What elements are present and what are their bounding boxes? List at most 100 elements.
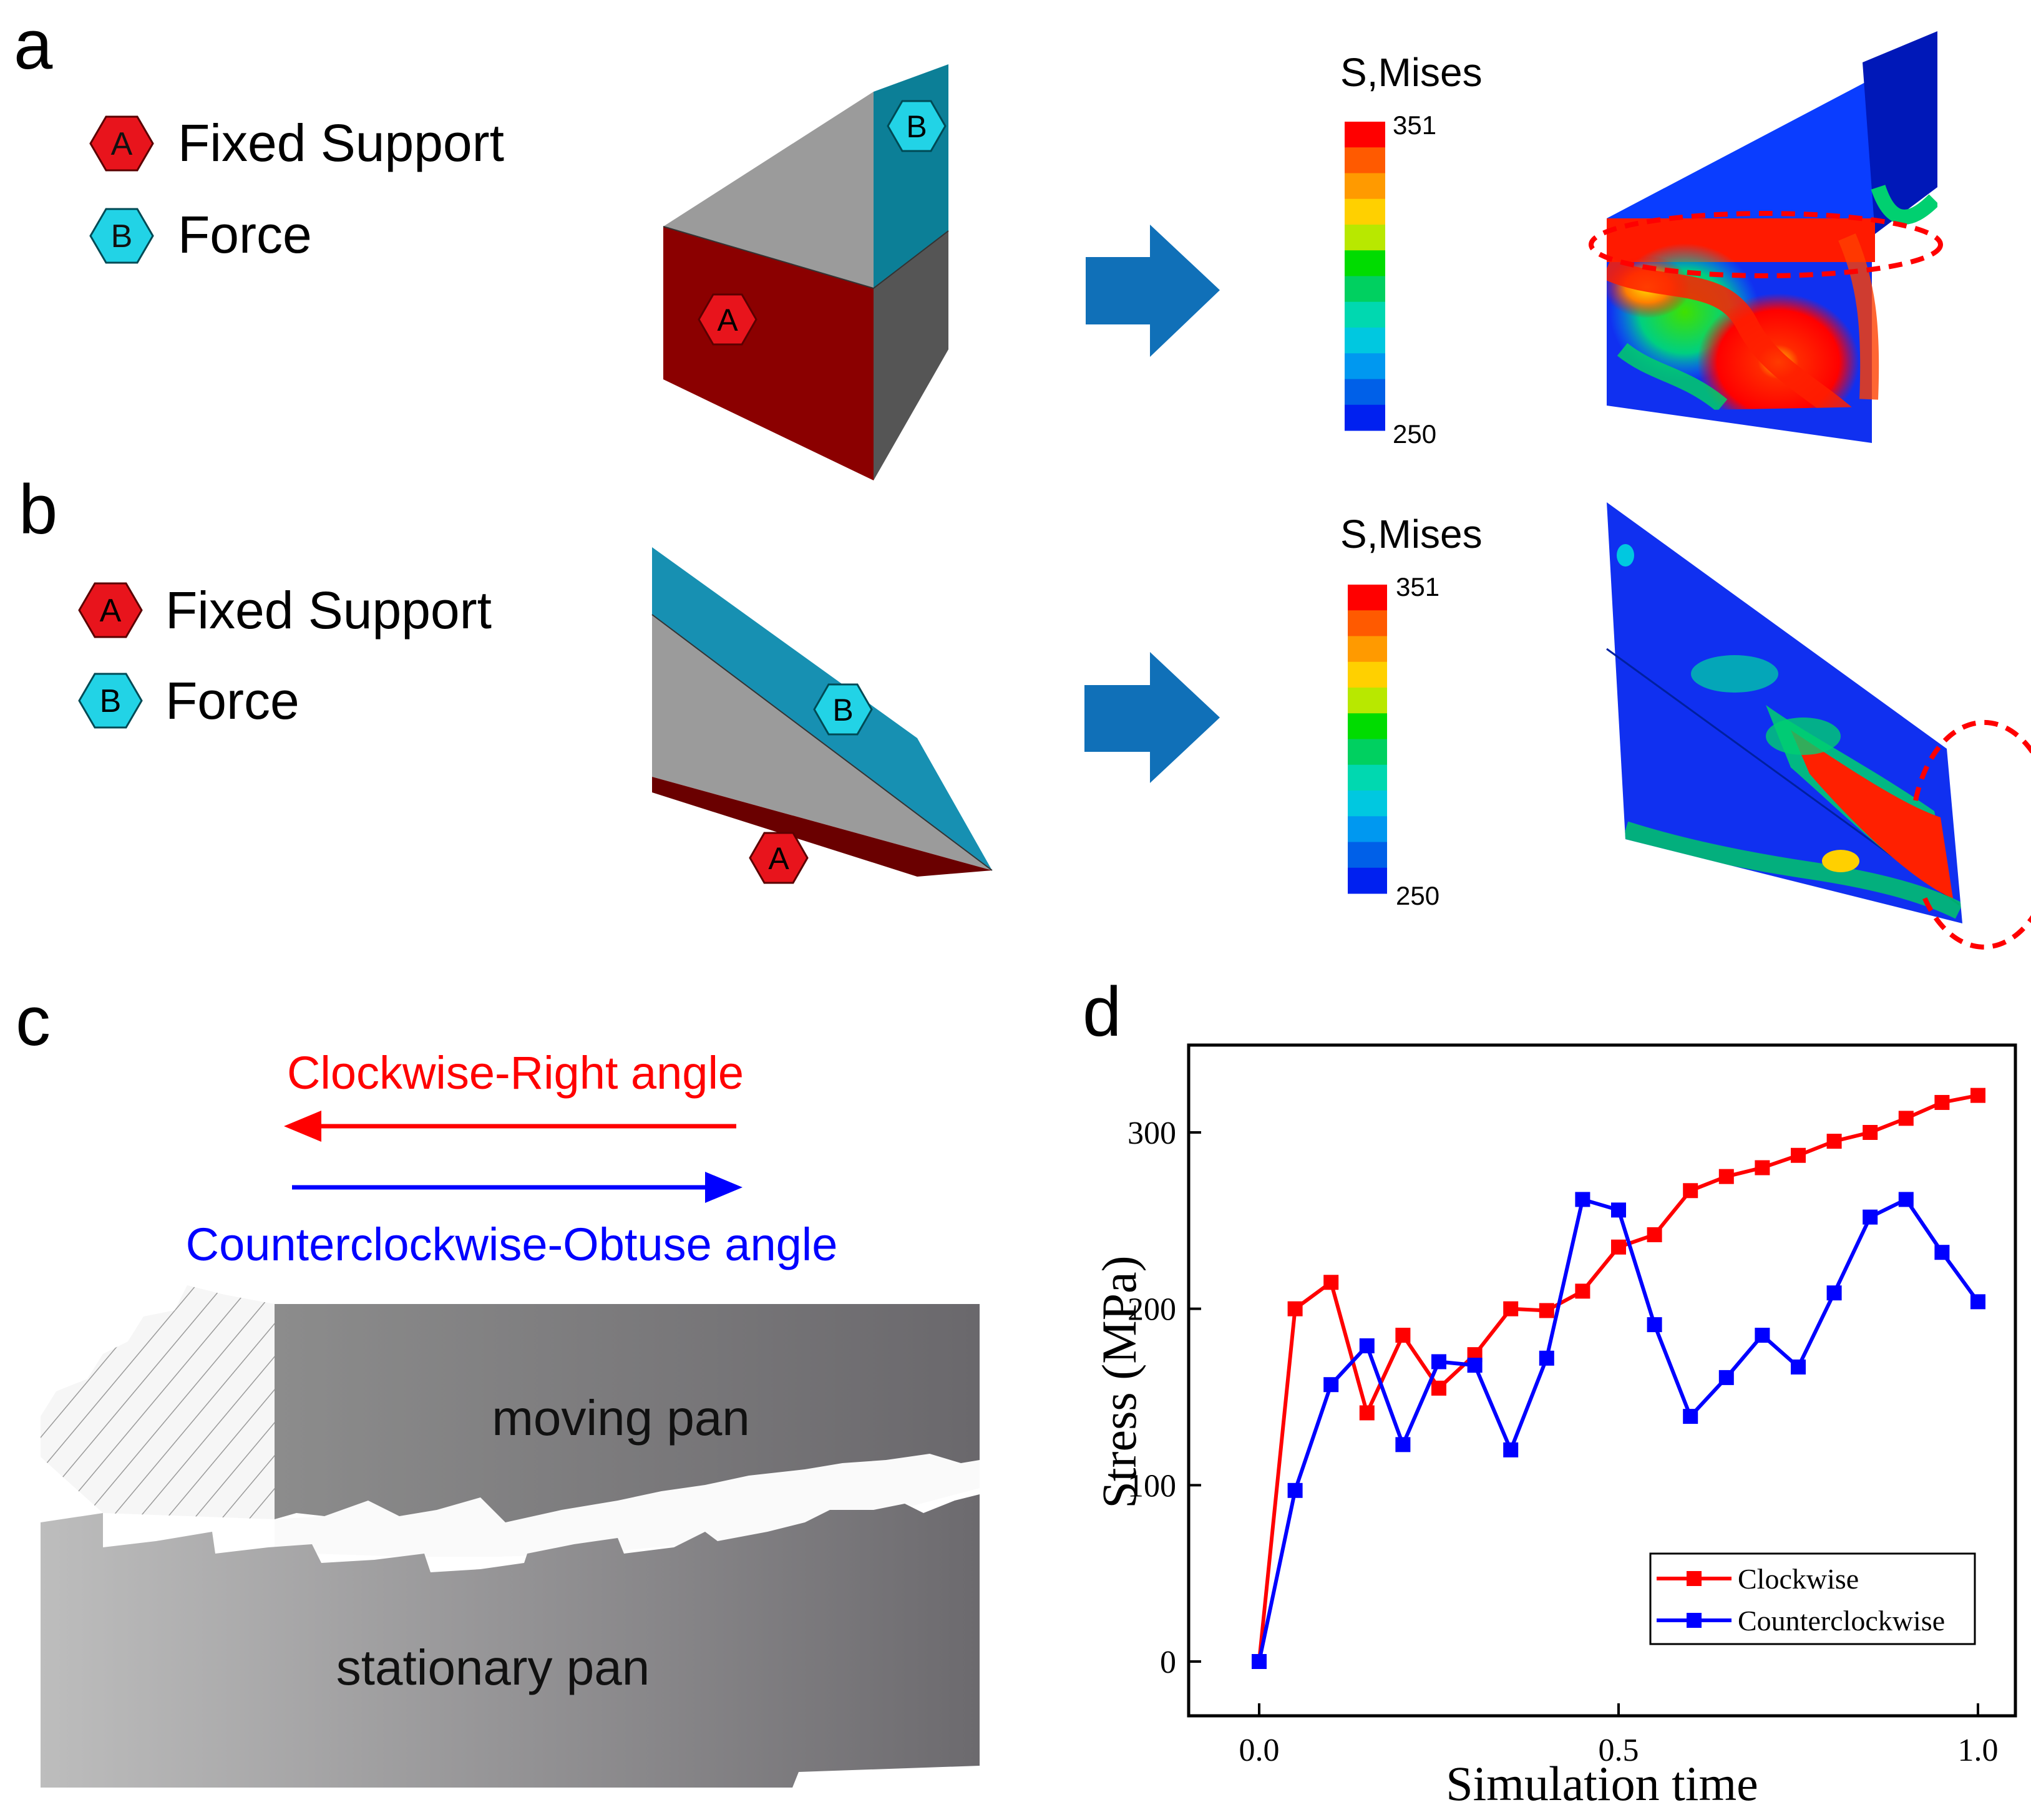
data-point-clockwise — [1323, 1275, 1339, 1290]
colorbar-cell — [1348, 842, 1387, 869]
legend-marker — [1687, 1613, 1702, 1628]
stress-contour-a — [1589, 31, 1943, 443]
x-tick-label: 0.0 — [1239, 1733, 1280, 1768]
data-point-clockwise — [1395, 1328, 1411, 1343]
counterclockwise-arrow-head-icon — [705, 1172, 743, 1203]
data-point-counterclockwise — [1826, 1285, 1842, 1301]
legend-fixed-support: Fixed Support — [178, 114, 504, 172]
data-point-counterclockwise — [1934, 1245, 1950, 1260]
y-tick-label: 0 — [1160, 1645, 1176, 1680]
panel-a: a A Fixed Support B Force A — [14, 6, 1943, 480]
process-arrow-b — [1084, 652, 1220, 783]
data-point-counterclockwise — [1287, 1482, 1303, 1498]
x-axis-label: Simulation time — [1446, 1756, 1758, 1811]
data-point-counterclockwise — [1431, 1354, 1446, 1370]
arrow-label-counterclockwise: Counterclockwise-Obtuse angle — [186, 1219, 838, 1270]
force-marker-icon: B — [78, 673, 143, 729]
data-point-clockwise — [1683, 1183, 1698, 1199]
colorbar-cell — [1348, 764, 1387, 791]
colorbar-cell — [1345, 225, 1385, 251]
colorbar-title: S,Mises — [1340, 50, 1483, 95]
stationary-pan-label: stationary pan — [336, 1640, 650, 1695]
legend-marker — [1687, 1571, 1702, 1586]
stress-contour-b — [1606, 502, 2031, 950]
colorbar-cell — [1348, 661, 1387, 688]
data-point-clockwise — [1539, 1303, 1554, 1318]
colorbar-cell — [1348, 585, 1387, 611]
colorbar-b: S,Mises 351 250 — [1340, 512, 1483, 910]
hatched-region — [41, 1285, 275, 1519]
clockwise-arrow-head-icon — [284, 1111, 321, 1142]
colorbar-cell — [1345, 173, 1385, 200]
fixed-support-marker-icon: A — [698, 293, 757, 346]
marker-label: A — [100, 593, 122, 629]
colorbar-cells — [1345, 122, 1385, 431]
colorbar-cell — [1348, 636, 1387, 663]
colorbar-min: 250 — [1396, 881, 1439, 910]
marker-label: A — [111, 126, 133, 162]
colorbar-cell — [1345, 122, 1385, 148]
colorbar-cell — [1348, 867, 1387, 894]
force-marker-icon: B — [887, 100, 947, 152]
legend-box — [1649, 1552, 1976, 1645]
marker-label: B — [906, 109, 927, 144]
colorbar-cell — [1345, 404, 1385, 431]
colorbar-cell — [1345, 198, 1385, 225]
y-tick-label: 200 — [1128, 1292, 1176, 1328]
colorbar-cell — [1345, 147, 1385, 173]
data-point-counterclockwise — [1252, 1654, 1267, 1669]
colorbar-cell — [1348, 816, 1387, 842]
colorbar-cell — [1348, 610, 1387, 636]
legend-a: A Fixed Support B Force — [89, 114, 504, 264]
legend-b: A Fixed Support B Force — [78, 581, 492, 730]
colorbar-cell — [1348, 739, 1387, 766]
panel-b: b A Fixed Support B Force B — [19, 470, 2031, 950]
data-point-clockwise — [1611, 1239, 1626, 1255]
data-point-clockwise — [1863, 1125, 1878, 1140]
data-point-counterclockwise — [1503, 1442, 1519, 1457]
legend-force: Force — [165, 671, 300, 730]
x-tick-label: 0.5 — [1599, 1733, 1639, 1768]
colorbar-cell — [1348, 713, 1387, 739]
panel-letter-d: d — [1083, 973, 1121, 1051]
legend-force: Force — [178, 205, 312, 264]
colorbar-cell — [1345, 353, 1385, 379]
data-point-counterclockwise — [1970, 1294, 1985, 1310]
colorbar-cell — [1345, 250, 1385, 276]
data-point-counterclockwise — [1791, 1359, 1806, 1375]
fixed-support-marker-icon: A — [78, 582, 143, 638]
colorbar-cell — [1345, 328, 1385, 354]
force-marker-icon: B — [813, 683, 873, 736]
panel-letter-c: c — [16, 982, 51, 1060]
data-point-clockwise — [1431, 1380, 1446, 1396]
legend-fixed-support: Fixed Support — [165, 581, 492, 640]
data-point-clockwise — [1826, 1134, 1842, 1149]
marker-label: B — [111, 218, 133, 255]
data-point-counterclockwise — [1683, 1409, 1698, 1424]
data-point-counterclockwise — [1467, 1358, 1483, 1373]
data-point-clockwise — [1575, 1283, 1590, 1299]
panel-letter-b: b — [19, 470, 57, 548]
colorbar-min: 250 — [1393, 419, 1436, 449]
moving-pan-label: moving pan — [492, 1390, 750, 1446]
data-point-clockwise — [1755, 1160, 1770, 1175]
data-point-counterclockwise — [1718, 1370, 1734, 1385]
colorbar-cell — [1345, 276, 1385, 303]
data-point-counterclockwise — [1323, 1377, 1339, 1393]
highlight-ellipse-b — [1913, 719, 2031, 950]
colorbar-cell — [1345, 379, 1385, 406]
data-point-counterclockwise — [1575, 1192, 1590, 1207]
highlight-ellipse-a — [1589, 211, 1943, 278]
colorbar-a: S,Mises 351 250 — [1340, 50, 1483, 449]
data-point-clockwise — [1934, 1094, 1950, 1110]
legend-label: Clockwise — [1738, 1563, 1859, 1595]
data-point-counterclockwise — [1863, 1209, 1878, 1225]
data-point-counterclockwise — [1539, 1350, 1554, 1366]
tooth-gap — [275, 1454, 980, 1557]
plot-frame — [1187, 1043, 2017, 1718]
data-point-clockwise — [1503, 1301, 1519, 1316]
